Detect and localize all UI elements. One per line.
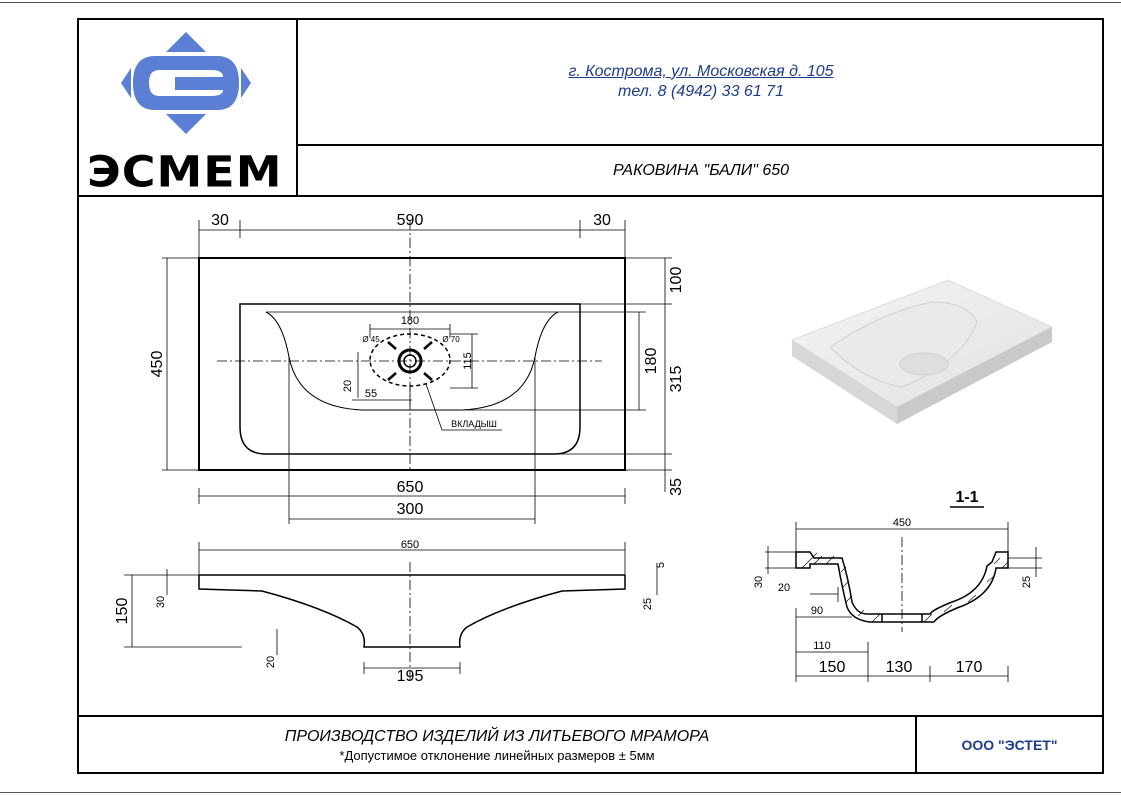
dim-inner-180: 180 <box>643 348 660 375</box>
top-outline <box>198 257 626 471</box>
dim-top-inner-width: 590 <box>397 212 424 229</box>
side-dim-width: 650 <box>401 539 419 551</box>
sheet-top-line <box>0 2 1121 3</box>
logo-block: ЭСМЕМ <box>79 20 298 197</box>
dim-top-right-margin: 30 <box>593 212 611 229</box>
side-dim-height: 150 <box>114 598 131 625</box>
sec-dim-130: 130 <box>886 659 913 676</box>
footer-production-block: ПРОИЗВОДСТВО ИЗДЕЛИЙ ИЗ ЛИТЬЕВОГО МРАМОР… <box>79 717 917 772</box>
section-labels: 1-1 450 30 20 25 90 110 150 130 170 <box>753 489 1033 676</box>
dim-d45: Ø 45 <box>362 335 380 344</box>
insert-label: ВКЛАДЫШ <box>451 419 497 429</box>
side-dim-25: 25 <box>642 598 654 610</box>
sheet-bottom-line <box>0 792 1121 793</box>
side-dim-5: 5 <box>655 562 667 568</box>
drawing-area: 30 590 30 650 300 450 100 315 35 180 115… <box>79 197 1102 717</box>
sec-dim-30: 30 <box>753 576 765 588</box>
brand-name: ЭСМЕМ <box>87 147 283 197</box>
phone-line: тел. 8 (4942) 33 61 71 <box>618 83 784 100</box>
sec-dim-110: 110 <box>813 640 831 652</box>
side-dim-30: 30 <box>155 596 167 608</box>
sec-dim-170: 170 <box>956 659 983 676</box>
top-view <box>162 220 672 524</box>
sec-dim-90: 90 <box>811 605 823 617</box>
sec-dim-450: 450 <box>893 517 911 529</box>
side-view <box>124 542 658 682</box>
dim-d70: Ø 70 <box>442 335 460 344</box>
company-name: ООО "ЭСТЕТ" <box>961 736 1058 753</box>
sec-dim-150: 150 <box>819 659 846 676</box>
address-line[interactable]: г. Кострома, ул. Московская д. 105 <box>568 63 834 80</box>
side-view-labels: 650 150 30 5 25 20 195 <box>114 539 667 685</box>
dim-back: 100 <box>668 267 685 294</box>
footer-company-block: ООО "ЭСТЕТ" <box>917 717 1102 772</box>
sec-dim-20: 20 <box>778 582 790 594</box>
dim-bowl-width: 300 <box>397 501 424 518</box>
dim-overall-width: 650 <box>397 479 424 496</box>
title-block: РАКОВИНА "БАЛИ" 650 <box>298 146 1104 197</box>
section-view <box>765 506 1042 682</box>
side-dim-20: 20 <box>265 656 277 668</box>
technical-drawing: 30 590 30 650 300 450 100 315 35 180 115… <box>114 212 1054 685</box>
bowl-inner-curve <box>265 311 559 411</box>
dim-depth: 450 <box>149 351 166 378</box>
tolerance-note: *Допустимое отклонение линейных размеров… <box>339 747 655 763</box>
section-label: 1-1 <box>955 489 978 506</box>
dim-115: 115 <box>462 352 474 370</box>
dim-tap-spacing: 180 <box>401 315 419 327</box>
dim-front: 35 <box>668 478 685 496</box>
sink-render <box>790 279 1054 424</box>
sec-dim-25: 25 <box>1021 576 1033 588</box>
side-dim-195: 195 <box>397 668 424 685</box>
top-view-labels: 30 590 30 650 300 450 100 315 35 180 115 <box>149 212 685 518</box>
dim-55: 55 <box>365 388 377 400</box>
dim-bowl-depth: 315 <box>668 366 685 393</box>
logo-icon <box>121 32 251 134</box>
product-title: РАКОВИНА "БАЛИ" 650 <box>612 161 790 179</box>
production-note: ПРОИЗВОДСТВО ИЗДЕЛИЙ ИЗ ЛИТЬЕВОГО МРАМОР… <box>284 727 710 745</box>
drawing-frame: ЭСМЕМ г. Кострома, ул. Московская д. 105… <box>77 18 1104 774</box>
dim-top-left-margin: 30 <box>211 212 229 229</box>
dim-20: 20 <box>342 380 354 392</box>
address-block: г. Кострома, ул. Московская д. 105 тел. … <box>298 20 1104 146</box>
